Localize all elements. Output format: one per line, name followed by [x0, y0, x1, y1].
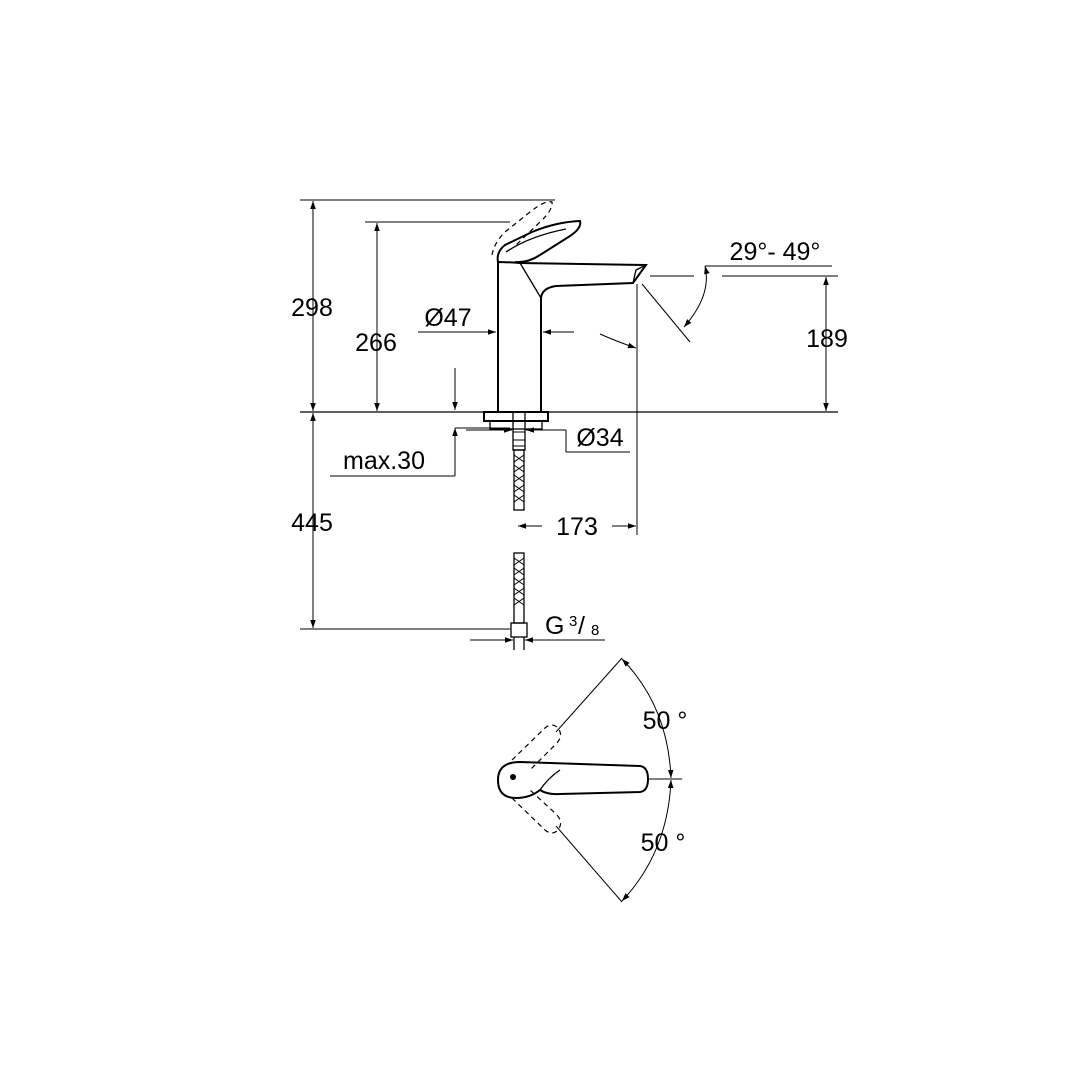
plan-arc-up [621, 658, 674, 779]
lever-handle [496, 219, 582, 264]
side-elevation-view: 298 266 Ø47 189 29°- 49° 173 max.30 [291, 199, 848, 650]
angle-label: 29°- 49° [730, 238, 821, 266]
dim-g38-label-slash: / [578, 612, 585, 640]
spout-direction-arc [599, 333, 637, 349]
plan-lever-inner [539, 769, 561, 791]
angle-spout-line [641, 283, 691, 343]
spout-underside [519, 262, 542, 299]
dim-g38-label-main: G [545, 612, 564, 640]
threaded-shank [512, 411, 526, 451]
plan-lever-body [496, 760, 650, 800]
lever-raised-position [491, 201, 553, 256]
dim-173-label: 173 [556, 513, 598, 541]
dim-298-label: 298 [291, 294, 333, 322]
angle-arc [683, 265, 710, 328]
plan-angle-down-label: 50 ° [641, 829, 686, 857]
dim-34-label: Ø34 [576, 424, 623, 452]
plan-swing-line-down [555, 825, 623, 903]
hose-connector [510, 622, 528, 638]
plan-lever-swing-up [511, 724, 562, 771]
dim-47-label: Ø47 [424, 304, 471, 332]
lever-inner-line [505, 228, 567, 253]
aerator-tip [632, 264, 647, 284]
dim-g38-label-num: 3 [569, 613, 577, 630]
plan-lever-swing-down [511, 789, 562, 834]
dim-g38-label-den: 8 [591, 622, 599, 639]
top-plan-view: 50 ° 50 ° [496, 657, 688, 903]
dim-266-label: 266 [355, 329, 397, 357]
hose-braid-upper [513, 454, 525, 503]
dim-445-label: 445 [291, 509, 333, 537]
hose-braid-lower [513, 557, 525, 606]
plan-angle-up-label: 50 ° [643, 707, 688, 735]
faucet-body [497, 261, 648, 412]
plan-indicator-dot [510, 774, 516, 780]
hose-upper [513, 449, 525, 511]
mounting-nut [489, 420, 543, 430]
dim-max30-label: max.30 [343, 447, 425, 475]
mounting-plate [483, 411, 549, 422]
plan-swing-line-up [555, 657, 623, 733]
plan-arc-down [621, 779, 674, 902]
dim-189-label: 189 [806, 325, 848, 353]
